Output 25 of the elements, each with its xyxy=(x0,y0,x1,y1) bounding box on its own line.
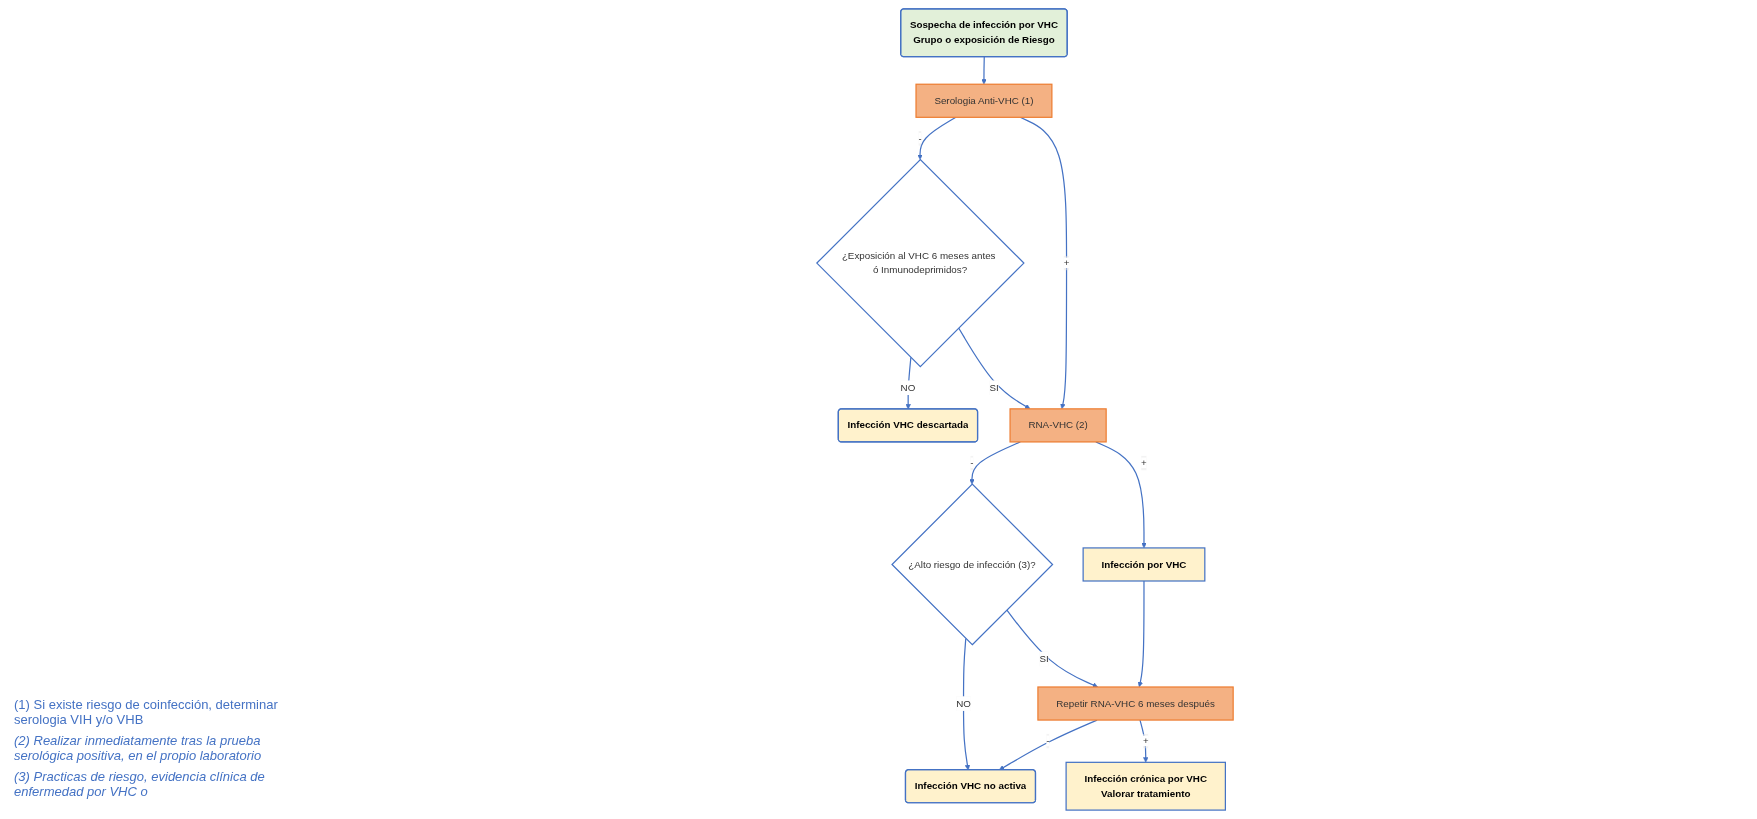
node-box: Infección crónica por VHC Valorar tratamiento xyxy=(1065,761,1226,811)
edge-label: SI xyxy=(1039,653,1049,664)
arrow xyxy=(1006,609,1098,688)
footnote: (3) Practicas de riesgo, evidencia clínica de enfermedad por VHC o xyxy=(14,769,266,799)
node-diamond: ¿Exposición al VHC 6 meses antes ó Inmunodeprimidos? xyxy=(815,158,1025,368)
arrow xyxy=(958,327,1031,410)
footnote: (1) Si existe riesgo de coinfección, determinar serologia VIH y/o VHB xyxy=(14,697,279,727)
edge-label: NO xyxy=(956,698,971,709)
edge-label: - xyxy=(970,457,974,468)
footnote: (2) Realizar inmediatamente tras la prueba serológica positiva, en el propio laboratorio xyxy=(14,733,263,763)
node-box: Repetir RNA-VHC 6 meses después xyxy=(1037,686,1234,721)
node-box: Serologia Anti-VHC (1) xyxy=(915,83,1053,118)
edge-label: - xyxy=(918,132,922,144)
node-box: RNA-VHC (2) xyxy=(1009,408,1107,443)
edge-label: - xyxy=(1046,735,1050,747)
node-diamond: ¿Alto riesgo de infección (3)? xyxy=(891,483,1054,646)
edge-label: + xyxy=(1142,735,1149,747)
arrow xyxy=(981,56,987,85)
edge-label: SI xyxy=(989,382,999,393)
edge-label: + xyxy=(1141,457,1147,468)
edge-label: + xyxy=(1063,257,1070,268)
edge-label: NO xyxy=(900,382,916,393)
node-box: Infección por VHC xyxy=(1082,547,1206,582)
arrow xyxy=(962,637,971,771)
arrow xyxy=(1137,580,1145,688)
